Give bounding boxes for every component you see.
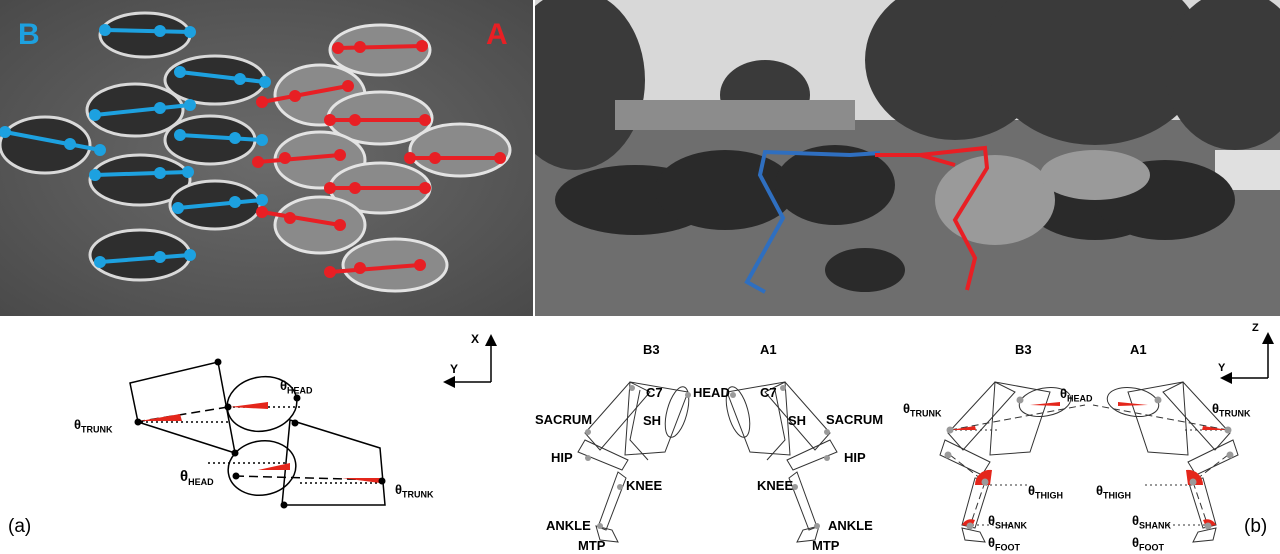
theta-head-label-2: θHEAD [180,468,214,487]
axis-y-label: Y [450,362,459,376]
theta-trunk-label-1: θTRUNK [74,417,113,435]
team-a-label: A [486,18,508,51]
joint-c7-left: C7 [646,385,663,400]
joint-hip-left: HIP [551,450,573,465]
theta-thigh-a1: θTHIGH [1096,483,1132,501]
joint-mtp-left: MTP [578,538,606,553]
theta-head-b3: θHEAD [1060,386,1093,404]
joint-knee-left: KNEE [626,478,663,493]
theta-trunk-label-2: θTRUNK [395,482,434,500]
panel-a-label: (a) [8,516,32,537]
theta-trunk-a1: θTRUNK [1212,401,1251,419]
theta-shank-b3: θSHANK [988,513,1028,531]
axis-z-label: Z [1252,322,1259,334]
axis-x-label: X [471,332,480,346]
joint-sacrum-right: SACRUM [826,412,884,427]
joint-c7-right: C7 [760,385,777,400]
joint-sh-left: SH [643,413,662,428]
stick-figure-b3 [577,381,690,543]
stick-figure-a1 [725,381,838,543]
player-b3-label-2: B3 [1015,342,1032,357]
diagram-panels [129,332,1274,543]
side-view-scrum-photo [535,0,1280,316]
player-b3-label: B3 [643,342,660,357]
player-a1-label: A1 [760,342,777,357]
angle-figure-a1 [1092,381,1239,543]
axis-y-label-2: Y [1218,362,1226,374]
theta-shank-a1: θSHANK [1132,513,1172,531]
overhead-scrum-photo: B A [0,0,533,316]
theta-thigh-b3: θTHIGH [1028,483,1064,501]
theta-foot-a1: θFOOT [1132,535,1165,553]
joint-sh-right: SH [788,413,807,428]
theta-trunk-b3: θTRUNK [903,401,942,419]
joint-head: HEAD [693,385,730,400]
joint-knee-right: KNEE [757,478,794,493]
team-b-label: B [18,18,40,51]
joint-ankle-left: ANKLE [546,518,591,533]
joint-mtp-right: MTP [812,538,840,553]
theta-foot-b3: θFOOT [988,535,1021,553]
joint-ankle-right: ANKLE [828,518,873,533]
panel-a-geometry [129,361,386,506]
player-a1-label-2: A1 [1130,342,1147,357]
joint-hip-right: HIP [844,450,866,465]
theta-head-label-1: θHEAD [280,378,313,396]
panel-b-label: (b) [1244,516,1268,537]
joint-sacrum-left: SACRUM [535,412,593,427]
